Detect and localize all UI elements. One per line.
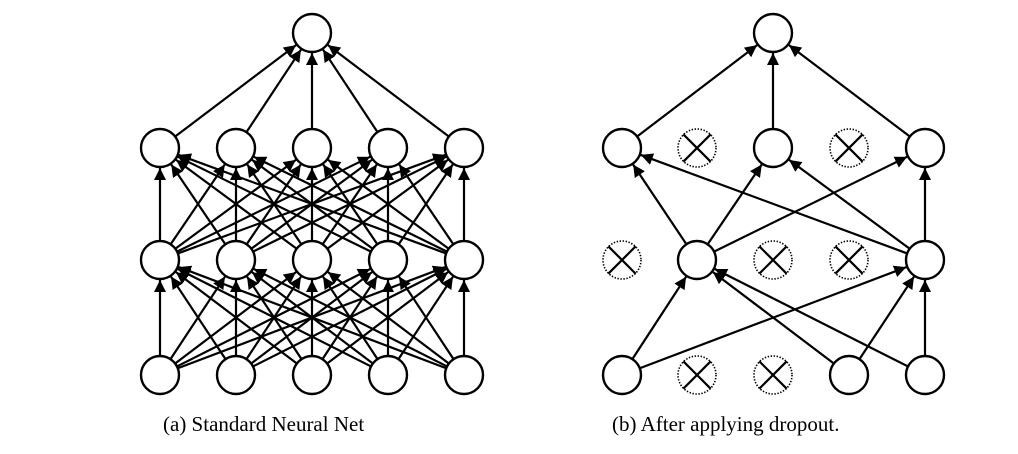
units	[139, 12, 485, 396]
connection-arrow	[788, 158, 911, 250]
output-unit	[752, 12, 794, 54]
hidden-2-unit	[904, 127, 946, 169]
connection-arrow	[253, 155, 448, 253]
hidden-1-unit	[291, 239, 333, 281]
input-unit	[215, 354, 257, 396]
connection-arrow	[712, 271, 835, 365]
connection-arrow	[322, 49, 379, 133]
connection-arrow	[178, 153, 447, 255]
connection-arrow	[398, 276, 455, 360]
connection-arrow	[177, 155, 372, 253]
dropped-unit-icon	[677, 355, 717, 395]
hidden-2-unit	[443, 127, 485, 169]
connection-arrow	[170, 276, 227, 360]
connection-arrow	[170, 163, 227, 245]
connection-arrow	[253, 268, 448, 368]
connection-arrow	[632, 164, 688, 245]
connection-arrow	[631, 276, 687, 360]
hidden-2-unit	[291, 127, 333, 169]
connection-arrow	[175, 271, 298, 365]
connection-arrow	[175, 158, 298, 250]
connection-arrow	[714, 268, 909, 368]
connection-arrow	[327, 271, 450, 365]
hidden-2-unit	[139, 127, 181, 169]
connection-arrow	[640, 153, 908, 255]
connection-arrow	[178, 265, 447, 370]
hidden-2-unit	[752, 127, 794, 169]
dropped-unit-icon	[829, 128, 869, 168]
hidden-2-unit	[215, 127, 257, 169]
input-unit	[443, 354, 485, 396]
connection-arrow	[174, 44, 297, 138]
dropped-unit-icon	[753, 355, 793, 395]
connection-arrow	[636, 44, 758, 138]
connection-arrow	[327, 44, 450, 138]
caption-after-dropout: (b) After applying dropout.	[612, 412, 840, 436]
dropout-net-panel	[601, 12, 946, 396]
edges	[153, 44, 471, 370]
dropped-unit-icon	[829, 240, 869, 280]
connection-arrow	[177, 268, 372, 368]
connection-arrow	[706, 163, 763, 245]
input-unit	[904, 354, 946, 396]
hidden-1-unit	[904, 239, 946, 281]
input-unit	[139, 354, 181, 396]
hidden-1-unit	[676, 239, 718, 281]
dropped-unit-icon	[677, 128, 717, 168]
connection-arrow	[788, 44, 911, 138]
hidden-1-unit	[367, 239, 409, 281]
connection-arrow	[713, 155, 908, 253]
hidden-1-unit	[215, 239, 257, 281]
units	[601, 12, 946, 396]
connection-arrow	[327, 158, 450, 250]
dropped-unit-icon	[753, 240, 793, 280]
caption-standard-net: (a) Standard Neural Net	[163, 412, 365, 436]
hidden-2-unit	[601, 127, 643, 169]
edges	[631, 44, 932, 370]
standard-net-panel	[139, 12, 485, 396]
input-unit	[601, 354, 643, 396]
input-unit	[367, 354, 409, 396]
input-unit	[828, 354, 870, 396]
hidden-1-unit	[443, 239, 485, 281]
output-unit	[291, 12, 333, 54]
hidden-2-unit	[367, 127, 409, 169]
hidden-1-unit	[139, 239, 181, 281]
connection-arrow	[398, 163, 455, 245]
input-unit	[291, 354, 333, 396]
dropped-unit-icon	[602, 240, 642, 280]
connection-arrow	[245, 49, 302, 133]
